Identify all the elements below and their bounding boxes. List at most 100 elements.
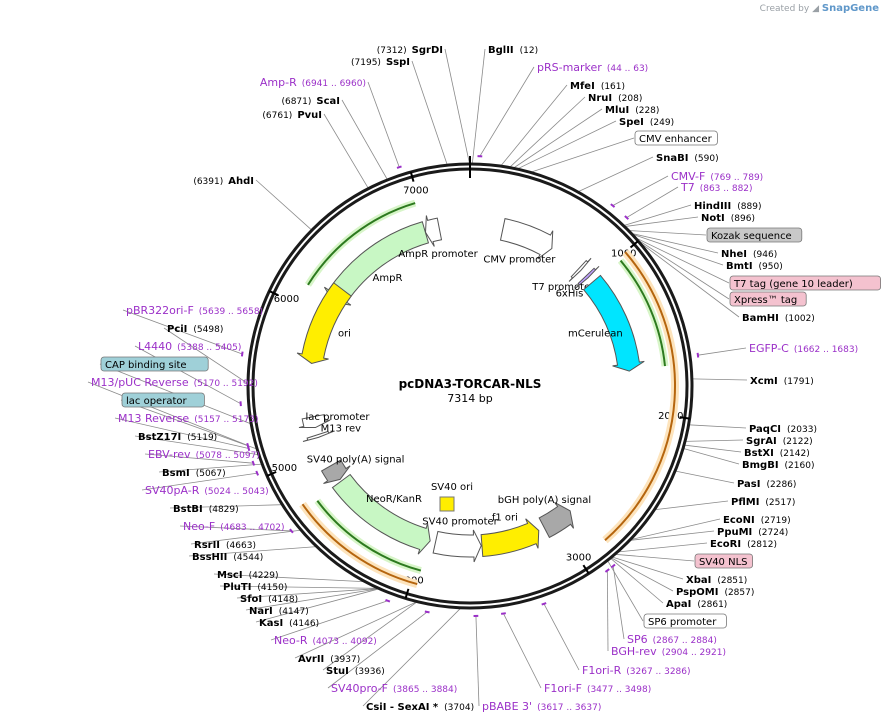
leader-line-nrui <box>509 97 585 168</box>
label-text: (6761)PvuI <box>262 110 322 121</box>
leader-line-sgrai <box>685 440 743 441</box>
label-xpress-tag: Xpress™ tag <box>730 292 806 306</box>
label-text: MluI(228) <box>605 105 659 116</box>
plasmid-name: pcDNA3-TORCAR-NLS <box>399 377 542 391</box>
leader-line-bgh-rev <box>607 570 608 651</box>
label-bmti: BmtI(950) <box>726 261 783 272</box>
label-pluti: PluTI(4150) <box>223 582 287 593</box>
label-text: PciI(5498) <box>167 324 223 335</box>
leader-line-t7 <box>627 187 678 218</box>
label-text: F1ori-R(3267 .. 3286) <box>582 664 691 677</box>
leader-line-bglii <box>472 49 485 164</box>
leader-line-f1ori-f <box>503 614 541 688</box>
label-pflmi: PflMI(2517) <box>731 497 795 508</box>
primer-mark-bgh-rev <box>605 569 609 572</box>
feature-cmv-promoter <box>501 219 553 259</box>
label-sgrai: SgrAI(2122) <box>746 436 813 447</box>
label-sv40pro-f: SV40pro-F(3865 .. 3884) <box>331 682 457 695</box>
label-text: BstXI(2142) <box>744 448 810 459</box>
label-text: EBV-rev(5078 .. 5097) <box>148 448 260 461</box>
label-text: SnaBI(590) <box>656 153 719 164</box>
label-text: (6871)ScaI <box>281 96 340 107</box>
label-bmgbi: BmgBI(2160) <box>742 460 814 471</box>
leader-line-scai <box>342 100 388 180</box>
label-spei: SpeI(249) <box>619 117 674 128</box>
label-kasi: KasI(4146) <box>259 618 319 629</box>
label-nrui: NruI(208) <box>588 93 642 104</box>
scale-tick-label: 3000 <box>566 553 591 564</box>
label-text: EcoNI(2719) <box>723 515 791 526</box>
label-text: SgrAI(2122) <box>746 436 813 447</box>
feature-label-sv40-poly-a-signal: SV40 poly(A) signal <box>307 455 405 466</box>
label-text: PflMI(2517) <box>731 497 795 508</box>
leader-line-sp6 <box>613 566 624 639</box>
label-text: MfeI(161) <box>570 81 625 92</box>
label-text: NarI(4147) <box>249 606 309 617</box>
feature-label-m13-rev: M13 rev <box>321 424 362 435</box>
label-text: PluTI(4150) <box>223 582 287 593</box>
label-csii-sexai: CsiI - SexAI *(3704) <box>366 702 474 713</box>
label-paqci: PaqCI(2033) <box>749 424 817 435</box>
label-text: M13 Reverse(5157 .. 5173) <box>118 412 258 425</box>
feature-sv40-promoter <box>433 530 481 562</box>
leader-line-egfp-c <box>698 348 746 355</box>
feature-label-mcerulean: mCerulean <box>568 328 623 339</box>
label-nhei: NheI(946) <box>721 249 777 260</box>
leader-line-ahdi <box>256 180 312 230</box>
primer-mark-f1ori-f <box>501 613 506 614</box>
scale-tick-label: 6000 <box>274 294 299 305</box>
label-text: Neo-F(4683 .. 4702) <box>183 520 285 533</box>
label-msci: MscI(4229) <box>217 570 279 581</box>
feature-label-lac-promoter: lac promoter <box>306 412 371 423</box>
feature-neor-kanr <box>332 475 430 555</box>
label-text: pBABE 3'(3617 .. 3637) <box>482 700 601 713</box>
feature-tag-text: T7 tag (gene 10 leader) <box>733 279 853 290</box>
label-text: Neo-R(4073 .. 4092) <box>274 634 377 647</box>
label-bstxi: BstXI(2142) <box>744 448 810 459</box>
label-prs-marker: pRS-marker(44 .. 63) <box>537 61 648 74</box>
label-text: L4440(5388 .. 5405) <box>138 340 241 353</box>
label-text: NheI(946) <box>721 249 777 260</box>
label-bstz17i: BstZ17I(5119) <box>138 432 217 443</box>
sv40-ori-label: SV40 ori <box>431 482 473 493</box>
feature-ori <box>297 283 351 364</box>
leader-line-cmv-f <box>613 176 668 206</box>
label-text: NruI(208) <box>588 93 642 104</box>
label-pvui: (6761)PvuI <box>262 110 322 121</box>
feature-tag-text: CAP binding site <box>105 360 187 371</box>
label-sgrdi: (7312)SgrDI <box>377 45 443 56</box>
label-lac-operator: lac operator <box>122 393 204 407</box>
feature-label-sv40-promoter: SV40 promoter <box>422 517 498 528</box>
leader-line-sgrdi <box>445 49 470 164</box>
label-text: BstZ17I(5119) <box>138 432 217 443</box>
watermark-prefix: Created by <box>760 4 810 14</box>
feature-label-bgh-poly-a-signal: bGH poly(A) signal <box>498 495 591 506</box>
primer-mark-sv40pa-r <box>256 471 258 475</box>
feature-tag-text: CMV enhancer <box>639 134 713 145</box>
label-cap-binding-site: CAP binding site <box>101 357 208 371</box>
feature-bgh-poly-a-signal <box>539 502 573 537</box>
label-m13-puc-reverse: M13/pUC Reverse(5170 .. 5192) <box>91 376 258 389</box>
label-text: pBR322ori-F(5639 .. 5658) <box>126 304 263 317</box>
label-sv40pa-r: SV40pA-R(5024 .. 5043) <box>145 484 269 497</box>
label-text: Amp-R(6941 .. 6960) <box>260 76 366 89</box>
sv40-ori-box <box>440 497 454 511</box>
label-text: PasI(2286) <box>737 479 796 490</box>
label-text: BmgBI(2160) <box>742 460 814 471</box>
label-text: RsrII(4663) <box>194 540 256 551</box>
label-hindiii: HindIII(889) <box>694 201 761 212</box>
label-nari: NarI(4147) <box>249 606 309 617</box>
snapgene-watermark: Created by ◢ SnapGene <box>760 3 879 14</box>
label-text: EGFP-C(1662 .. 1683) <box>749 342 858 355</box>
label-bgh-rev: BGH-rev(2904 .. 2921) <box>611 645 726 658</box>
label-bglii: BglII(12) <box>488 45 538 56</box>
label-text: EcoRI(2812) <box>710 539 777 550</box>
leader-line-sv40-nls <box>615 554 694 561</box>
feature-tag-text: SV40 NLS <box>699 557 748 568</box>
feature-label-ori: ori <box>338 329 351 340</box>
label-mfei: MfeI(161) <box>570 81 625 92</box>
leader-line-mlui <box>513 109 602 168</box>
label-text: SfoI(4148) <box>240 594 298 605</box>
label-snabi: SnaBI(590) <box>656 153 719 164</box>
label-text: SV40pro-F(3865 .. 3884) <box>331 682 457 695</box>
